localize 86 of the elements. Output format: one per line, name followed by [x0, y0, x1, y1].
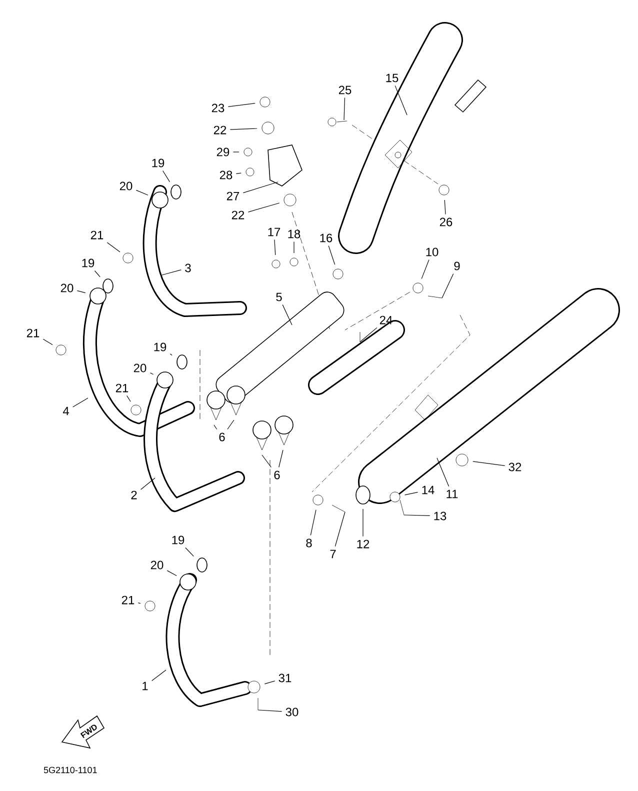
callout-number: 28: [220, 170, 232, 180]
leader-line: [262, 454, 272, 468]
leader-line: [227, 420, 234, 430]
callout-number: 30: [286, 708, 298, 716]
leader-line: [274, 239, 276, 256]
callout-number: 19: [154, 342, 166, 352]
callout-number: 21: [26, 328, 40, 338]
leader-line: [334, 512, 346, 547]
callout-number: 19: [152, 158, 164, 168]
leader-line: [185, 547, 194, 557]
leader-line: [472, 461, 506, 466]
leader-line: [162, 270, 182, 276]
callout-number: 7: [330, 550, 336, 558]
leader-line: [394, 85, 408, 116]
leader-line: [166, 570, 177, 576]
leader-line: [264, 680, 276, 684]
leader-line: [258, 710, 282, 712]
leader-line: [94, 270, 100, 278]
callout-number: 22: [214, 126, 226, 134]
callout-number: 16: [320, 234, 332, 242]
leader-line: [282, 304, 292, 326]
leader-line: [404, 492, 418, 496]
leader-line: [136, 190, 148, 196]
callout-number: 4: [62, 406, 69, 416]
callout-number: 21: [116, 384, 128, 392]
part-code: 5G2110-1101: [44, 766, 97, 774]
leader-line: [404, 514, 430, 516]
leader-line: [138, 602, 141, 604]
leader-line: [436, 458, 450, 487]
callout-number: 31: [278, 674, 292, 682]
leader-line: [310, 510, 316, 536]
callout-number: 13: [434, 512, 446, 520]
callout-number: 6: [219, 432, 225, 442]
leader-line: [360, 327, 378, 342]
callout-number: 20: [150, 560, 164, 570]
leader-line: [76, 290, 86, 294]
callout-number: 2: [131, 490, 137, 500]
callout-number: 9: [454, 262, 460, 270]
callout-number: 19: [172, 536, 184, 544]
callout-number: 17: [268, 228, 280, 236]
callout-number: 32: [508, 462, 522, 472]
leader-line: [150, 372, 154, 375]
callout-number: 22: [232, 210, 244, 220]
callout-number: 11: [446, 490, 458, 498]
callout-number: 18: [288, 230, 300, 238]
callout-number: 6: [274, 470, 280, 480]
callout-number: 1: [142, 682, 148, 690]
leader-line: [328, 245, 336, 265]
leader-line: [236, 172, 242, 174]
leader-line: [278, 450, 284, 468]
leader-line: [126, 395, 131, 402]
leader-line: [248, 202, 280, 212]
leader-line: [442, 273, 454, 298]
callout-number: 15: [386, 74, 398, 82]
callout-number: 19: [82, 258, 94, 268]
callout-number: 8: [306, 538, 312, 548]
leader-line: [242, 182, 278, 194]
leader-line: [421, 259, 430, 279]
leader-line: [214, 424, 218, 430]
callout-number: 23: [212, 104, 224, 112]
leader-line: [106, 242, 120, 252]
callout-number: 10: [426, 248, 438, 256]
leader-line: [42, 338, 53, 346]
leader-line: [140, 478, 156, 490]
callout-number: 20: [134, 364, 146, 372]
callout-number: 27: [226, 192, 240, 200]
callout-number: 25: [338, 86, 352, 94]
leader-line: [162, 170, 170, 182]
callout-number: 26: [440, 218, 452, 226]
leader-line: [344, 97, 346, 120]
callout-number: 21: [90, 230, 104, 240]
callout-number: 29: [216, 148, 230, 156]
callout-number: 21: [122, 596, 134, 604]
callout-number: 12: [357, 540, 370, 548]
callout-number: 14: [422, 486, 434, 494]
leader-line: [362, 508, 364, 537]
callout-number: 20: [120, 182, 132, 190]
callout-number: 20: [60, 284, 74, 292]
leader-line: [152, 670, 166, 682]
leader-line: [72, 398, 88, 408]
leader-line: [230, 128, 258, 130]
callout-number: 3: [185, 264, 191, 272]
leader-line: [444, 200, 446, 215]
callout-number: 5: [276, 292, 282, 302]
leader-line: [228, 103, 256, 107]
leader-line: [170, 354, 172, 356]
